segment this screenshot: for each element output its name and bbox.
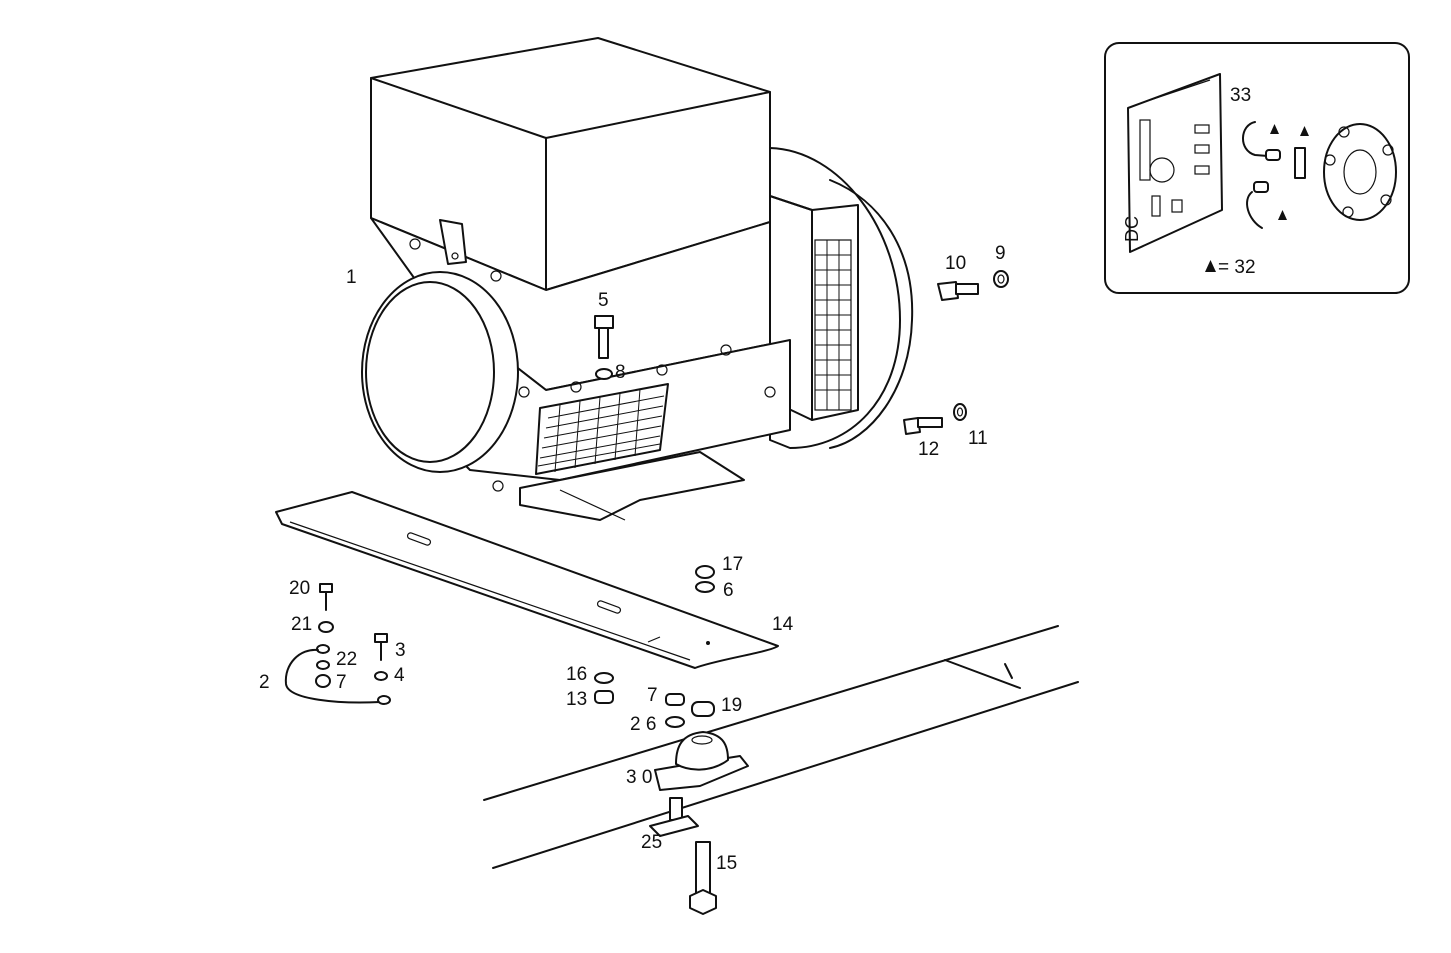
callout-33: 33 [1230, 85, 1251, 106]
leader-lines [647, 636, 661, 643]
callout-10: 10 [945, 253, 966, 274]
callout-12: 12 [918, 439, 939, 460]
washer-22 [316, 644, 330, 654]
diode-stud [1294, 147, 1306, 179]
callout-15: 15 [716, 853, 737, 874]
callout-7-right: 7 [647, 685, 658, 706]
washer-11 [953, 403, 967, 421]
callout-21: 21 [291, 614, 312, 635]
ground-strap [284, 648, 381, 704]
bolt-20 [319, 583, 333, 593]
nut-7-left [315, 674, 331, 688]
washer-9 [993, 270, 1009, 288]
callout-25: 25 [641, 832, 662, 853]
bolt-10 [937, 281, 959, 301]
inset-legend-value: = 32 [1218, 257, 1256, 278]
diode-lead-lower [1246, 191, 1263, 229]
callout-9: 9 [995, 243, 1006, 264]
washer-21 [318, 621, 334, 633]
diode-upper [1265, 149, 1281, 161]
generator-body [361, 37, 914, 521]
washer-8 [595, 368, 613, 380]
stud-25 [669, 797, 683, 821]
nut-13 [594, 690, 614, 704]
bolt-15 [695, 841, 711, 895]
washer-16 [594, 672, 614, 684]
spacer-19 [691, 701, 715, 717]
rubber-mount [675, 731, 729, 771]
callout-14: 14 [772, 614, 794, 635]
parts-cluster-top [594, 270, 1009, 435]
callout-5: 5 [598, 290, 609, 311]
callout-30: 3 0 [626, 767, 652, 788]
board-label: DC [1122, 216, 1142, 242]
lifting-eye [439, 219, 467, 265]
bolt-5 [594, 315, 614, 329]
callout-17: 17 [722, 554, 743, 575]
triangle-marker-icon [1278, 210, 1287, 220]
inset-frame [1104, 42, 1410, 294]
callout-labels: 1 5 8 10 9 12 11 17 6 14 20 21 3 22 4 2 … [259, 243, 1006, 874]
plate-25 [649, 815, 699, 837]
nut-7-right [665, 693, 685, 706]
parts-cluster-mount [594, 565, 749, 915]
washer-26 [665, 716, 685, 728]
washer-6 [695, 581, 715, 593]
callout-8: 8 [615, 362, 626, 383]
rectifier-hub [1323, 123, 1397, 221]
triangle-marker-icon [1300, 126, 1309, 136]
nut-17 [695, 565, 715, 579]
callout-20: 20 [289, 578, 310, 599]
callout-16: 16 [566, 664, 587, 685]
callout-13: 13 [566, 689, 587, 710]
callout-19: 19 [721, 695, 742, 716]
base-rail [275, 491, 779, 669]
callout-22: 22 [336, 649, 357, 670]
chassis-frame [483, 625, 1079, 869]
mounting-feet [519, 451, 745, 521]
parts-cluster-left [284, 583, 391, 705]
callout-3: 3 [395, 640, 406, 661]
callout-4: 4 [394, 665, 405, 686]
callout-1: 1 [346, 267, 357, 288]
base-rail-plate [275, 491, 779, 669]
diode-lower [1253, 181, 1269, 193]
washer-4 [374, 671, 388, 681]
callout-7-left: 7 [336, 672, 347, 693]
triangle-marker-icon [1270, 124, 1279, 134]
bolt-12 [903, 417, 921, 435]
inset-panel: DC = 32 33 [1104, 42, 1410, 294]
bolt-3 [374, 633, 388, 643]
callout-6: 6 [723, 580, 734, 601]
callout-2: 2 [259, 672, 270, 693]
triangle-marker-icon [1205, 260, 1216, 272]
callout-26: 2 6 [630, 714, 656, 735]
regulator-board [1127, 73, 1223, 253]
diode-lead-upper [1242, 121, 1269, 157]
callout-11: 11 [968, 428, 988, 449]
